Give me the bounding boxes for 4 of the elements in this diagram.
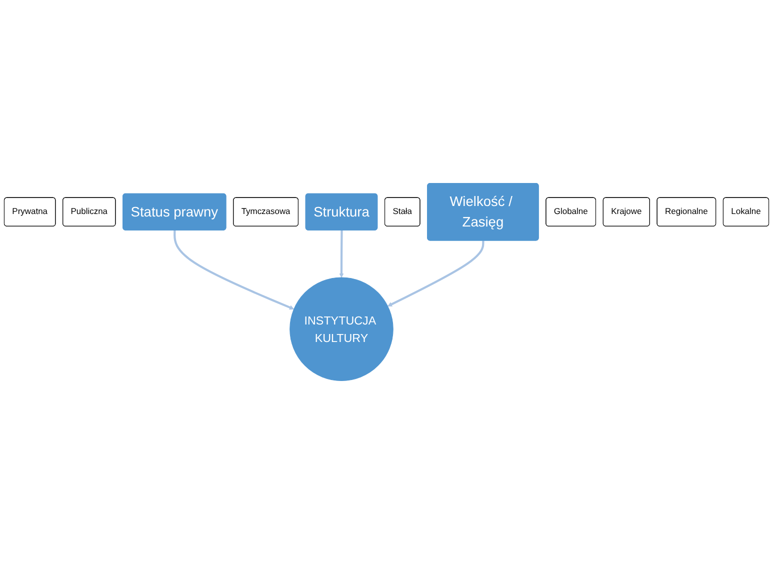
arrow [388,240,484,306]
node-circle: INSTYTUCJA KULTURY [290,277,394,381]
arrow [174,230,294,310]
arrow [339,230,344,278]
